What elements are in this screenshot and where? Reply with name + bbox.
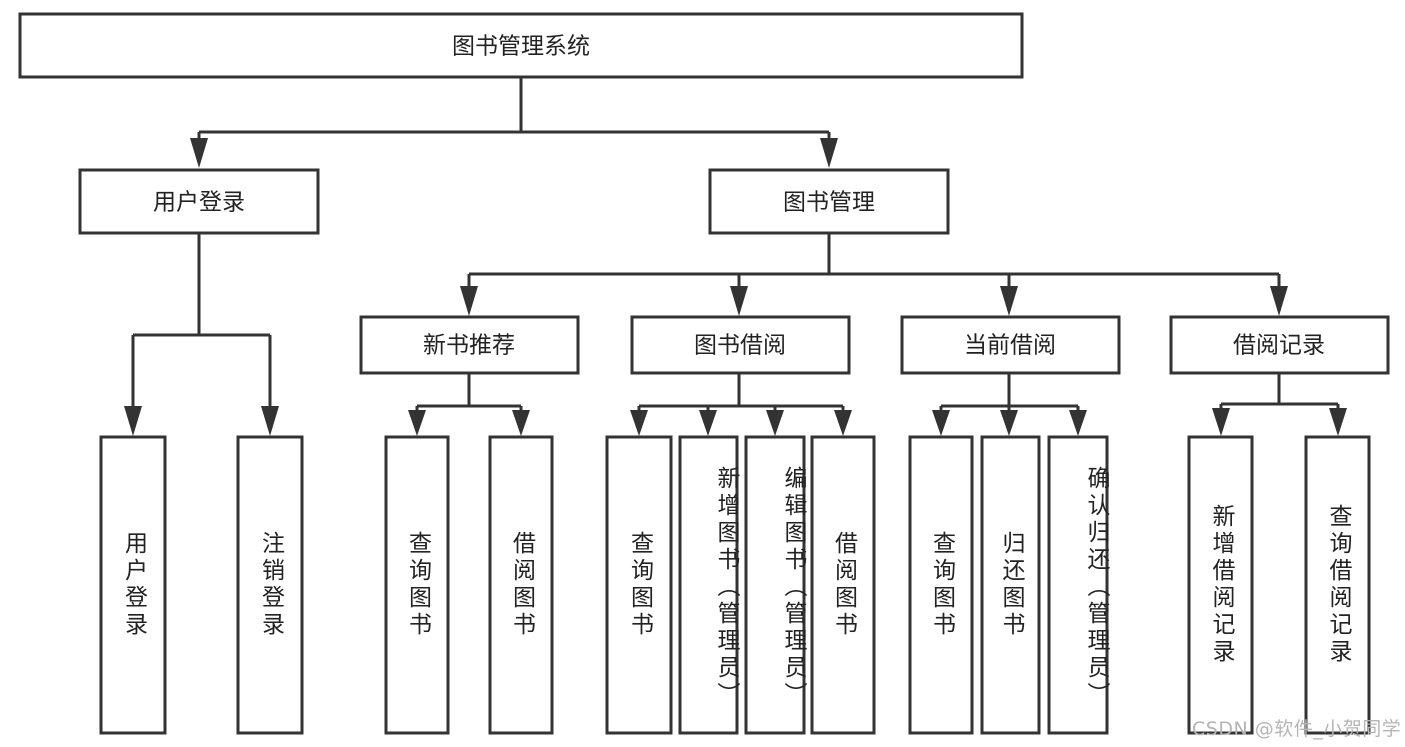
node-leaf-add-record[interactable] xyxy=(1187,435,1254,735)
node-new-book-recommend-label: 新书推荐 xyxy=(423,333,515,359)
node-leaf-borrow-book-2[interactable] xyxy=(810,435,876,735)
arrowhead-leaf-add-record xyxy=(1212,408,1230,436)
node-book-management[interactable]: 图书管理 xyxy=(708,168,950,235)
connector-group-borrow-record xyxy=(1212,373,1347,436)
connector-group-book-borrow xyxy=(630,373,852,436)
node-leaf-add-book[interactable] xyxy=(678,435,739,735)
arrowhead-leaf-query-record xyxy=(1329,408,1347,436)
node-leaf-user-login[interactable] xyxy=(99,435,167,735)
node-user-login-label: 用户登录 xyxy=(153,190,245,216)
node-book-borrow-box[interactable] xyxy=(630,315,851,375)
node-new-book-recommend-box[interactable] xyxy=(359,315,580,375)
node-book-management-label: 图书管理 xyxy=(783,190,875,216)
node-leaf-query-book-2-box[interactable] xyxy=(605,435,673,735)
arrowhead-leaf-borrow-book-1 xyxy=(512,410,530,436)
arrowhead-leaf-confirm-return xyxy=(1069,410,1087,436)
node-leaf-add-book-box[interactable] xyxy=(678,435,739,735)
arrowhead-current-borrow xyxy=(1000,286,1018,316)
arrowhead-leaf-user-logout xyxy=(261,406,279,436)
arrowhead-user-login xyxy=(190,138,208,168)
node-new-book-recommend[interactable]: 新书推荐 xyxy=(359,315,580,375)
node-leaf-borrow-book-2-box[interactable] xyxy=(810,435,876,735)
node-leaf-confirm-return-box[interactable] xyxy=(1047,435,1109,735)
node-user-login-box[interactable] xyxy=(78,168,320,235)
node-leaf-edit-book[interactable] xyxy=(744,435,806,735)
node-current-borrow-box[interactable] xyxy=(900,315,1121,375)
node-leaf-query-book-3-box[interactable] xyxy=(908,435,974,735)
arrowhead-leaf-query-book-2 xyxy=(630,410,648,436)
node-leaf-borrow-book-1[interactable] xyxy=(488,435,554,735)
arrowhead-book-management xyxy=(820,138,838,168)
node-borrow-record-box[interactable] xyxy=(1169,315,1390,375)
arrowhead-new-book-recommend xyxy=(460,286,478,316)
arrowhead-leaf-edit-book xyxy=(766,410,784,436)
connector-group-current-borrow xyxy=(932,373,1087,436)
connector-group-user-login xyxy=(124,233,279,436)
arrowhead-leaf-add-book xyxy=(699,410,717,436)
node-root[interactable]: 图书管理系统 xyxy=(18,12,1024,79)
connector-group-new-book-recommend xyxy=(408,373,530,436)
node-current-borrow[interactable]: 当前借阅 xyxy=(900,315,1121,375)
node-borrow-record[interactable]: 借阅记录 xyxy=(1169,315,1390,375)
arrowhead-leaf-borrow-book-2 xyxy=(834,410,852,436)
arrowhead-leaf-query-book-3 xyxy=(932,410,950,436)
arrowhead-borrow-record xyxy=(1270,286,1288,316)
node-leaf-query-record-box[interactable] xyxy=(1304,435,1371,735)
node-leaf-query-record[interactable] xyxy=(1304,435,1371,735)
connector-group-book-management xyxy=(460,233,1288,316)
node-book-management-box[interactable] xyxy=(708,168,950,235)
csdn-watermark: CSDN @软件_小贺同学 xyxy=(1192,718,1402,740)
node-leaf-query-book-2[interactable] xyxy=(605,435,673,735)
node-root-label: 图书管理系统 xyxy=(452,34,590,60)
node-leaf-add-record-box[interactable] xyxy=(1187,435,1254,735)
arrowhead-book-borrow xyxy=(730,286,748,316)
node-leaf-return-book-box[interactable] xyxy=(980,435,1041,735)
node-leaf-confirm-return[interactable] xyxy=(1047,435,1109,735)
arrowhead-leaf-return-book xyxy=(1000,410,1018,436)
node-user-login[interactable]: 用户登录 xyxy=(78,168,320,235)
arrowhead-leaf-user-login xyxy=(124,406,142,436)
node-leaf-user-logout[interactable] xyxy=(236,435,304,735)
node-leaf-user-login-box[interactable] xyxy=(99,435,167,735)
arrowhead-leaf-query-book-1 xyxy=(408,410,426,436)
node-leaf-edit-book-box[interactable] xyxy=(744,435,806,735)
node-current-borrow-label: 当前借阅 xyxy=(964,333,1056,359)
node-root-box[interactable] xyxy=(18,12,1024,79)
node-book-borrow[interactable]: 图书借阅 xyxy=(630,315,851,375)
node-leaf-return-book[interactable] xyxy=(980,435,1041,735)
connector-group-root xyxy=(190,77,838,168)
node-leaf-user-logout-box[interactable] xyxy=(236,435,304,735)
node-leaf-query-book-3[interactable] xyxy=(908,435,974,735)
node-leaf-query-book-1[interactable] xyxy=(384,435,450,735)
node-book-borrow-label: 图书借阅 xyxy=(694,333,786,359)
node-leaf-query-book-1-box[interactable] xyxy=(384,435,450,735)
node-leaf-borrow-book-1-box[interactable] xyxy=(488,435,554,735)
node-borrow-record-label: 借阅记录 xyxy=(1233,333,1325,359)
